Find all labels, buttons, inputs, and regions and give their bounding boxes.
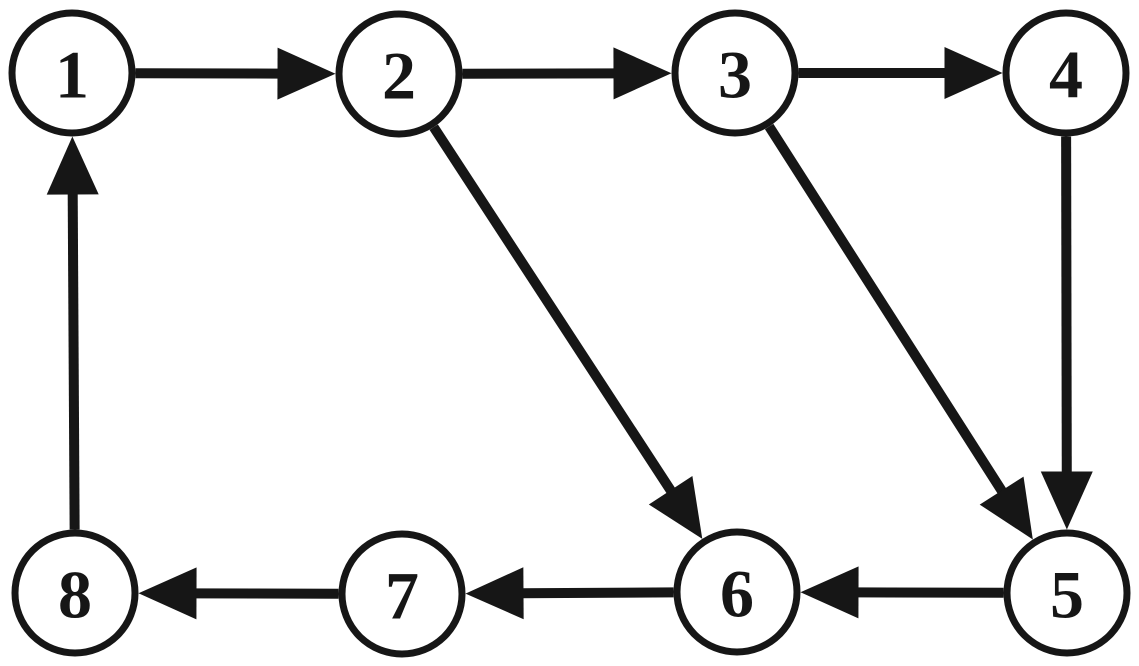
node-label: 8 (58, 556, 92, 632)
graph-edge-2-to-6 (429, 124, 703, 539)
graph-node-3: 3 (671, 9, 799, 137)
edge-line (1061, 136, 1072, 476)
graph-edge-4-to-5 (1040, 136, 1093, 530)
graph-node-6: 6 (673, 528, 801, 656)
graph-edge-8-to-1 (46, 136, 99, 530)
node-label: 7 (385, 557, 419, 633)
node-circle (671, 9, 799, 137)
node-circle (11, 529, 139, 657)
graph-node-2: 2 (335, 10, 463, 138)
graph-node-4: 4 (1002, 9, 1130, 137)
edge-line (67, 190, 80, 530)
node-label: 5 (1050, 556, 1084, 632)
node-circle (8, 9, 136, 137)
edge-arrowhead-icon (46, 136, 99, 195)
node-label: 1 (55, 36, 89, 112)
node-circle (673, 528, 801, 656)
graph-edge-3-to-4 (798, 47, 1003, 99)
graph-edge-3-to-5 (764, 123, 1033, 540)
node-circle (1002, 9, 1130, 137)
edge-line (429, 124, 677, 497)
graph-edge-5-to-6 (800, 566, 1004, 619)
edge-arrowhead-icon (277, 47, 336, 100)
edge-arrowhead-icon (800, 566, 859, 619)
node-circle (335, 10, 463, 138)
graph-node-1: 1 (8, 9, 136, 137)
edge-arrowhead-icon (979, 476, 1033, 540)
edge-arrowhead-icon (465, 567, 524, 620)
edge-arrowhead-icon (1040, 471, 1093, 530)
node-circle (338, 530, 466, 658)
edge-line (764, 123, 1008, 497)
node-circle (1003, 529, 1131, 657)
node-label: 6 (720, 555, 754, 631)
graph-edge-7-to-8 (138, 567, 339, 620)
graph-edge-1-to-2 (135, 47, 336, 100)
edge-arrowhead-icon (648, 476, 703, 539)
edge-arrowhead-icon (944, 47, 1003, 99)
edge-line (519, 587, 674, 599)
node-label: 3 (718, 36, 752, 112)
graph-node-5: 5 (1003, 529, 1131, 657)
graph-edge-6-to-7 (465, 567, 674, 620)
edge-arrowhead-icon (613, 47, 672, 100)
node-label: 4 (1049, 36, 1083, 112)
node-label: 2 (382, 37, 416, 113)
graph-node-8: 8 (11, 529, 139, 657)
graph-edge-2-to-3 (462, 47, 672, 100)
edge-arrowhead-icon (138, 567, 197, 620)
graph-node-7: 7 (338, 530, 466, 658)
